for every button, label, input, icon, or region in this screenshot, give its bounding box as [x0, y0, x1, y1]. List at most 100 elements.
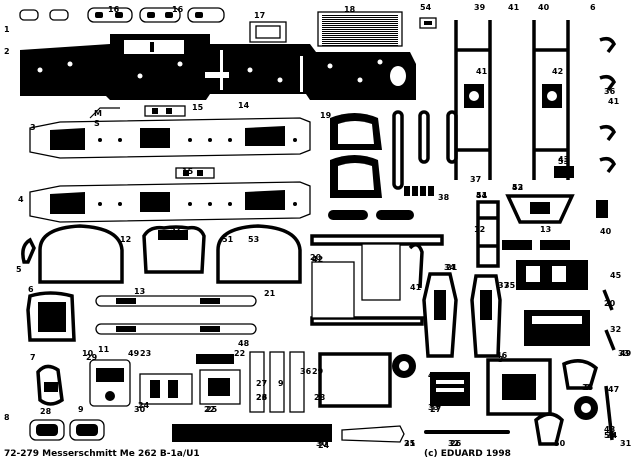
part-number-label: 51	[222, 235, 234, 244]
part-47-assembly	[516, 260, 590, 346]
part-number-label: 25	[206, 405, 218, 414]
part-number-label: 23	[140, 349, 151, 358]
part-6-seat	[142, 225, 206, 274]
part-number-label: 10	[82, 349, 94, 358]
copyright-text: (c) EDUARD 1998	[424, 449, 511, 459]
part-8-pads	[29, 419, 105, 441]
part-17	[249, 21, 287, 43]
part-24-25	[139, 369, 241, 405]
part-19-seatback	[330, 113, 382, 198]
part-43-frame-right	[532, 20, 570, 180]
part-4-strip	[29, 181, 311, 223]
part-number-label: 43	[512, 183, 523, 192]
part-number-label: 6	[28, 285, 34, 294]
part-number-label: 33	[618, 349, 629, 358]
part-number-label: 20	[604, 299, 616, 308]
part-number-label: 27	[256, 379, 267, 388]
part-number-label: 48	[238, 339, 250, 348]
part-number-label: 5	[16, 265, 22, 274]
part-number-label: 35	[504, 281, 516, 290]
part-29-30	[318, 352, 416, 408]
part-41-lower	[502, 240, 570, 250]
parts-38-39	[328, 186, 434, 220]
part-number-label: 34	[444, 263, 456, 272]
parts-26-28-ladders	[249, 351, 305, 413]
part-number-label: 47	[428, 371, 439, 380]
part-number-label: 40	[538, 3, 550, 12]
part-number-label: 6	[590, 3, 596, 12]
part-number-label: 39	[474, 3, 486, 12]
part-10-strap	[95, 295, 257, 307]
part-3-vertical	[408, 243, 424, 289]
part-number-label: 32	[448, 439, 459, 448]
part-2-panel	[20, 34, 416, 100]
part-number-label: 45	[610, 271, 622, 280]
part-number-label: 22	[204, 405, 215, 414]
thin-vertical-parts	[392, 110, 458, 190]
part-number-label: 31	[620, 439, 632, 448]
part-1-strip	[19, 7, 225, 23]
part-number-label: 41	[508, 3, 520, 12]
part-number-label: 33	[428, 403, 439, 412]
part-number-label: 52	[512, 183, 523, 192]
part-number-label: 24	[318, 441, 330, 450]
part-number-label: 30	[316, 439, 328, 448]
part-number-label: 8	[584, 383, 590, 392]
part-number-label: 14	[238, 101, 250, 110]
part-48-box	[486, 358, 552, 416]
part-number-label: 50	[604, 431, 616, 440]
part-number-label: 42	[312, 255, 323, 264]
part-number-label: 20	[310, 253, 322, 262]
part-number-label: 49	[128, 349, 140, 358]
part-8-cushion	[26, 291, 76, 342]
part-number-label: 3	[498, 355, 504, 364]
part-number-label: 12	[120, 235, 131, 244]
part-3-strip	[29, 107, 311, 159]
part-number-label: 8	[4, 413, 10, 422]
part-37-hooks	[599, 36, 617, 174]
part-number-label: 12	[474, 225, 485, 234]
parts-35-36	[422, 272, 502, 358]
part-number-label: 9	[78, 405, 84, 414]
part-number-label: 16	[172, 5, 184, 14]
part-number-label: 23	[256, 393, 267, 402]
part-number-label: 42	[552, 67, 563, 76]
part-number-label: 4	[18, 195, 24, 204]
part-number-label: 29	[86, 353, 98, 362]
part-49-53-wheels	[534, 359, 614, 446]
part-number-label: 13	[134, 287, 145, 296]
part-number-label: 36	[604, 87, 616, 96]
part-number-label: 24	[138, 401, 150, 410]
fret-marking-s: S	[94, 119, 100, 128]
part-number-label: 49	[620, 349, 632, 358]
part-number-label: 7	[30, 353, 36, 362]
part-21	[596, 200, 608, 218]
part-number-label: 37	[498, 281, 509, 290]
part-34	[430, 372, 470, 406]
part-number-label: 40	[600, 227, 612, 236]
part-number-label: 36	[300, 367, 312, 376]
part-45	[505, 194, 575, 224]
part-number-label: 37	[470, 175, 481, 184]
part-7-9	[36, 364, 64, 406]
part-number-label: 53	[558, 157, 569, 166]
part-number-label: 11	[98, 345, 110, 354]
part-5-hook	[21, 237, 36, 264]
part-number-label: 13	[540, 225, 551, 234]
part-number-label: 26	[450, 439, 462, 448]
part-number-label: 28	[40, 407, 52, 416]
part-13-frame	[216, 224, 302, 284]
part-44	[554, 166, 574, 178]
part-number-label: 17	[254, 11, 265, 20]
part-number-label: 35	[582, 383, 594, 392]
part-number-label: 44	[476, 191, 488, 200]
part-number-label: 2	[4, 47, 10, 56]
part-number-label: 28	[314, 393, 326, 402]
part-23-box	[89, 359, 131, 407]
part-number-label: 21	[264, 289, 276, 298]
part-number-label: 15	[182, 167, 194, 176]
part-number-label: 51	[476, 191, 488, 200]
part-number-label: 3	[30, 123, 36, 132]
part-number-label: 26	[256, 393, 268, 402]
